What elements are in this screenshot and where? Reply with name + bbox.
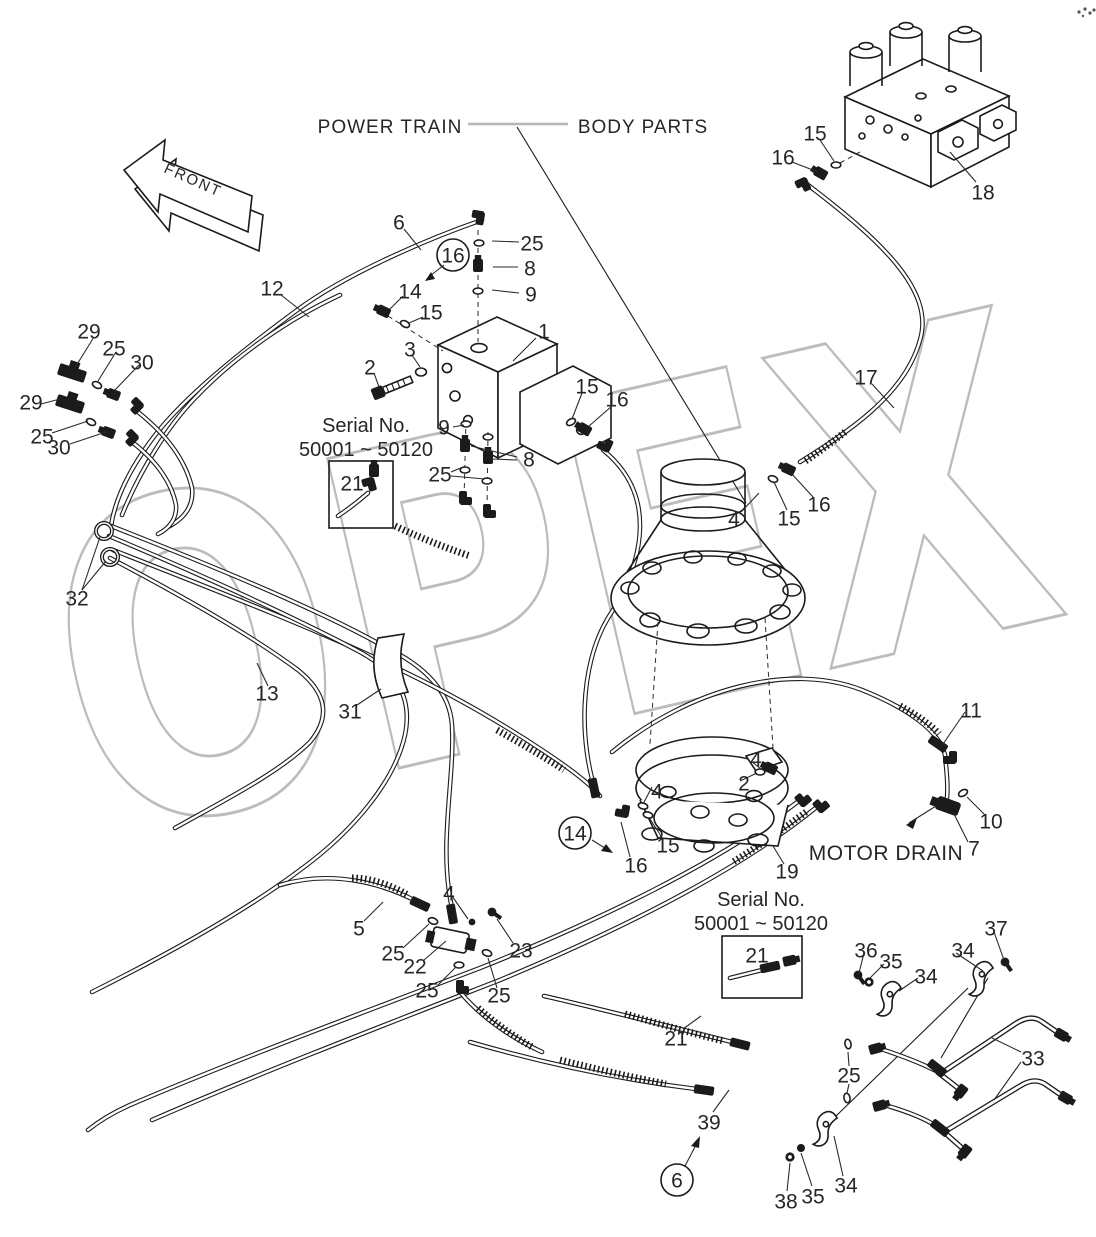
part-callout: 25 xyxy=(30,426,53,449)
part-callout: 1 xyxy=(538,321,550,344)
steel-tubes xyxy=(926,1015,1077,1163)
part-callout: 14 xyxy=(563,823,587,846)
part-callout: 9 xyxy=(438,417,450,440)
control-valve xyxy=(370,209,614,518)
part-callout: 16 xyxy=(605,389,628,412)
solenoid-valve-block xyxy=(794,21,1017,195)
swing-motor xyxy=(587,458,831,853)
serial-box-2 xyxy=(721,935,803,999)
part-callout: 37 xyxy=(984,918,1007,941)
part-callout: 18 xyxy=(971,182,994,205)
part-callout: 21 xyxy=(664,1028,687,1051)
part-callout: 3 xyxy=(404,339,416,362)
part-callout: 10 xyxy=(979,811,1002,834)
hoses xyxy=(85,182,950,1133)
body-parts-label: BODY PARTS xyxy=(578,117,708,138)
part-callout: 35 xyxy=(801,1186,824,1209)
part-callout: 39 xyxy=(697,1112,720,1135)
part-callout: 19 xyxy=(775,861,798,884)
part-callout: 9 xyxy=(525,284,537,307)
part-callout: 25 xyxy=(428,464,451,487)
part-callout: 30 xyxy=(130,352,153,375)
power-train-label: POWER TRAIN xyxy=(318,117,463,138)
part-callout: 25 xyxy=(102,338,125,361)
bracket-nut xyxy=(785,1152,795,1162)
bracket-washer xyxy=(797,1144,805,1152)
leader-lines xyxy=(40,139,1022,1192)
part-callout: 32 xyxy=(65,588,88,611)
part-callout: 4 xyxy=(750,749,762,772)
part-callout: 33 xyxy=(1021,1048,1044,1071)
part-callout: 14 xyxy=(398,281,422,304)
part-callout: 5 xyxy=(353,918,365,941)
part-callout: 36 xyxy=(854,940,877,963)
serial-box-1-part: 21 xyxy=(340,473,363,496)
watermark-text: OPEX xyxy=(5,219,1096,939)
part-callout: 25 xyxy=(520,233,543,256)
part-callout: 6 xyxy=(671,1170,683,1193)
serial-note-2-line2: 50001 ~ 50120 xyxy=(694,913,828,935)
bracket-screw xyxy=(998,955,1015,974)
clamp-bracket xyxy=(876,979,903,1020)
part-callout: 17 xyxy=(854,367,877,390)
bottom-fittings xyxy=(409,734,970,1113)
part-callout: 4 xyxy=(651,781,663,804)
part-callout: 12 xyxy=(260,278,283,301)
part-callout: 25 xyxy=(487,985,510,1008)
left-tee-fittings xyxy=(55,360,146,448)
clamp-bracket xyxy=(968,959,995,1000)
part-callout: 13 xyxy=(255,683,278,706)
part-callout: 15 xyxy=(419,302,442,325)
part-callout: 30 xyxy=(47,437,70,460)
part-callout: 4 xyxy=(728,509,740,532)
part-callout: 23 xyxy=(509,940,532,963)
part-callout: 25 xyxy=(415,980,438,1003)
part-callout: 34 xyxy=(951,940,975,963)
part-callout: 15 xyxy=(777,508,800,531)
part-callout: 25 xyxy=(837,1065,860,1088)
part-callout: 16 xyxy=(771,147,794,170)
callout-circle xyxy=(558,816,592,850)
part-callout: 34 xyxy=(914,966,938,989)
part-callout: 16 xyxy=(441,245,464,268)
hose-band-clamp xyxy=(373,633,410,699)
part-callout: 31 xyxy=(338,701,361,724)
serial-box-1 xyxy=(328,460,394,529)
part-callout: 15 xyxy=(575,376,598,399)
part-callout: 29 xyxy=(77,321,100,344)
watermark: OPEX xyxy=(4,218,1096,940)
part-callout: 16 xyxy=(807,494,830,517)
part-callout: 4 xyxy=(443,883,455,906)
part-callout: 35 xyxy=(879,951,902,974)
part-callout: 6 xyxy=(393,212,405,235)
serial-note-2-line1: Serial No. xyxy=(717,889,805,911)
part-callout: 38 xyxy=(774,1191,797,1214)
part-callout: 29 xyxy=(19,392,42,415)
part-callout: 8 xyxy=(523,449,535,472)
pointer-arrows xyxy=(425,264,937,1167)
part-callout: 15 xyxy=(803,123,826,146)
part-callout: 11 xyxy=(960,700,982,723)
serial-note-1-line2: 50001 ~ 50120 xyxy=(299,439,433,461)
part-callout: 2 xyxy=(738,773,750,796)
part-callout: 34 xyxy=(834,1175,858,1198)
motor-drain-label: MOTOR DRAIN xyxy=(809,842,963,865)
corner-marks-icon xyxy=(1077,7,1096,18)
callout-circle xyxy=(660,1163,694,1197)
clamp-bracket xyxy=(812,1109,839,1150)
callout-circle xyxy=(436,238,470,272)
serial-box-2-part: 21 xyxy=(745,945,768,968)
part-callout: 15 xyxy=(656,835,679,858)
part-callout: 8 xyxy=(524,258,536,281)
part-callout: 25 xyxy=(381,943,404,966)
part-callout: 2 xyxy=(364,357,376,380)
serial-note-1-line1: Serial No. xyxy=(322,415,410,437)
part-callout: 22 xyxy=(403,956,426,979)
front-arrow: FRONT xyxy=(122,138,264,253)
part-callout: 7 xyxy=(968,838,980,861)
part-callout: 16 xyxy=(624,855,647,878)
